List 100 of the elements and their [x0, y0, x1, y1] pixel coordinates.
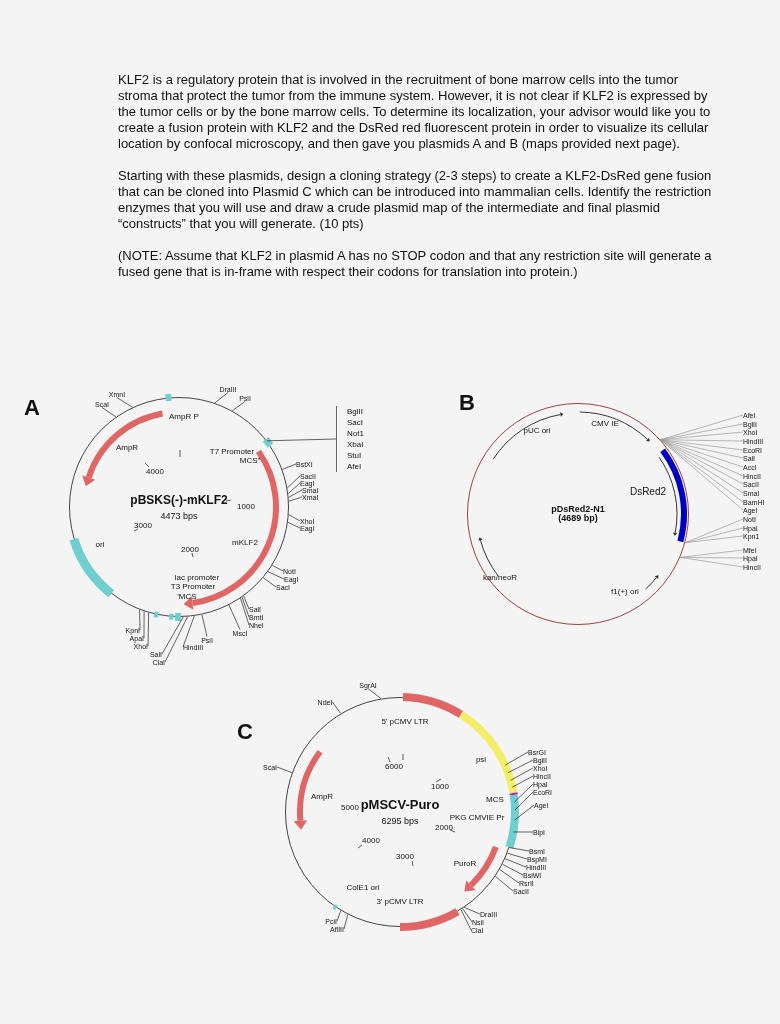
plasmid-name: pMSCV-Puro — [360, 798, 440, 811]
leader-line — [507, 759, 534, 773]
leader-line — [463, 907, 481, 915]
plasmid-name: pDsRed2-N1 — [551, 505, 605, 514]
leader-line — [660, 439, 744, 451]
leader-line — [514, 783, 534, 803]
feature-label: MCS — [486, 796, 504, 804]
leader-line — [462, 908, 473, 923]
feature-label: ori — [95, 541, 105, 549]
leader-line — [182, 615, 195, 648]
site-list — [336, 406, 364, 472]
leader-line — [660, 423, 744, 441]
position-number: 6000 — [385, 763, 403, 771]
leader-line — [286, 475, 301, 489]
site-label: StuI — [347, 450, 363, 461]
panel-letter: C — [237, 721, 253, 743]
leader-line — [332, 701, 342, 714]
site-label: AfeI — [347, 461, 363, 472]
leader-line — [288, 489, 303, 498]
leader-line — [495, 875, 514, 892]
leader-line — [514, 804, 535, 821]
question-paragraph: KLF2 is a regulatory protein that is involved in the recruitment of bone marrow cells into the tumor stroma that protect the tumor from the immune system. However, it is not clear if KLF2 is expressed by the tumor cells or by the bone marrow cells. To determine its localization, your advisor would like you to create a fusion protein with KLF2 and the DsRed red fluorescent protein in order to visualize its cellular location by confocal microscopy, and then gave you plasmids A and B (maps provided next page). — [118, 72, 712, 152]
feature-label: PuroR — [453, 860, 477, 868]
feature-label: ColE1 ori — [346, 884, 380, 892]
leader-line — [116, 397, 133, 408]
leader-line — [201, 614, 208, 637]
feature-label: f1(+) ori — [611, 588, 639, 596]
site-label: SacI — [347, 417, 364, 428]
feature-label: PKG CMVIE Pr — [449, 814, 505, 822]
leader-line — [267, 571, 285, 580]
leader-line — [504, 751, 529, 766]
leader-line — [266, 438, 337, 442]
position-number: 2000 — [181, 546, 199, 554]
leader-line — [499, 869, 520, 884]
feature-label: mKLF2 — [232, 539, 258, 547]
position-number: 4000 — [362, 837, 380, 845]
leader-line — [214, 392, 229, 404]
feature-label: DsRed2 — [629, 487, 667, 497]
plasmid-name: pBSKS(-)-mKLF2 — [130, 493, 228, 506]
feature-label: pUC ori — [523, 427, 551, 435]
plasmid-size: (4689 bp) — [558, 514, 598, 523]
feature-label: T7 Promoter — [209, 448, 255, 456]
site-label: Not1 — [347, 428, 364, 439]
leader-line — [343, 914, 349, 930]
leader-line — [367, 688, 382, 699]
leader-line — [336, 910, 342, 922]
leader-line — [287, 521, 301, 529]
leader-line — [164, 616, 188, 663]
feature-label: AmpR P — [169, 413, 199, 421]
leader-line — [287, 482, 301, 494]
position-number: 2000 — [435, 824, 453, 832]
position-number: 5000 — [341, 804, 359, 812]
leader-line — [139, 609, 141, 631]
position-number: 3000 — [396, 853, 414, 861]
leader-line — [679, 549, 744, 558]
leader-line — [143, 610, 145, 639]
leader-line — [510, 767, 534, 781]
feature-label: CMV IE — [591, 420, 619, 428]
feature-label: kan/neoR — [482, 574, 518, 582]
leader-line — [288, 496, 303, 502]
position-number: 1000 — [237, 503, 255, 511]
site-label: BglII — [347, 406, 364, 417]
leader-line — [660, 414, 744, 441]
leader-line — [271, 564, 284, 572]
leader-line — [684, 527, 744, 544]
leader-line — [232, 401, 246, 412]
feature-label: AmpR — [115, 444, 139, 452]
leader-line — [243, 595, 250, 610]
position-number: 1000 — [431, 783, 449, 791]
feature-label: 'MCS — [177, 593, 197, 601]
leader-line — [502, 863, 524, 876]
position-number: 3000 — [134, 522, 152, 530]
site-label: XbaI — [347, 439, 364, 450]
leader-line — [147, 612, 150, 647]
leader-line — [511, 775, 534, 788]
panel-letter: B — [459, 392, 475, 414]
leader-line — [509, 847, 530, 852]
leader-line — [228, 604, 241, 630]
feature-label: T3 Promoter — [170, 583, 216, 591]
leader-line — [512, 831, 534, 833]
leader-line — [507, 852, 528, 860]
question-paragraph: Starting with these plasmids, design a cloning strategy (2-3 steps) to create a KLF2-DsRed gene fusion that can be cloned into Plasmid C which can be introduced into mammalian cells. Identify the restriction enzymes that you will use and draw a crude plasmid map of the intermediate and final plasmid “constructs” that you will generate. (10 pts) — [118, 168, 713, 232]
leader-line — [288, 514, 301, 522]
feature-label: 3' pCMV LTR — [376, 898, 424, 906]
feature-label: 5' pCMV LTR — [381, 718, 429, 726]
leader-line — [101, 407, 117, 418]
panel-letter: A — [24, 397, 40, 419]
leader-line — [282, 463, 297, 470]
leader-line — [684, 535, 744, 544]
leader-line — [240, 597, 250, 626]
leader-line — [684, 518, 744, 544]
leader-line — [504, 858, 527, 868]
leader-line — [241, 596, 250, 618]
leader-line — [660, 439, 744, 459]
feature-label: lac promoter — [174, 574, 220, 582]
feature-label: MCS” — [239, 457, 261, 465]
plasmid-size: 6295 bps — [381, 817, 419, 826]
leader-line — [514, 791, 534, 811]
feature-label: psi — [475, 756, 487, 764]
plasmid-size: 4473 bps — [160, 511, 198, 521]
